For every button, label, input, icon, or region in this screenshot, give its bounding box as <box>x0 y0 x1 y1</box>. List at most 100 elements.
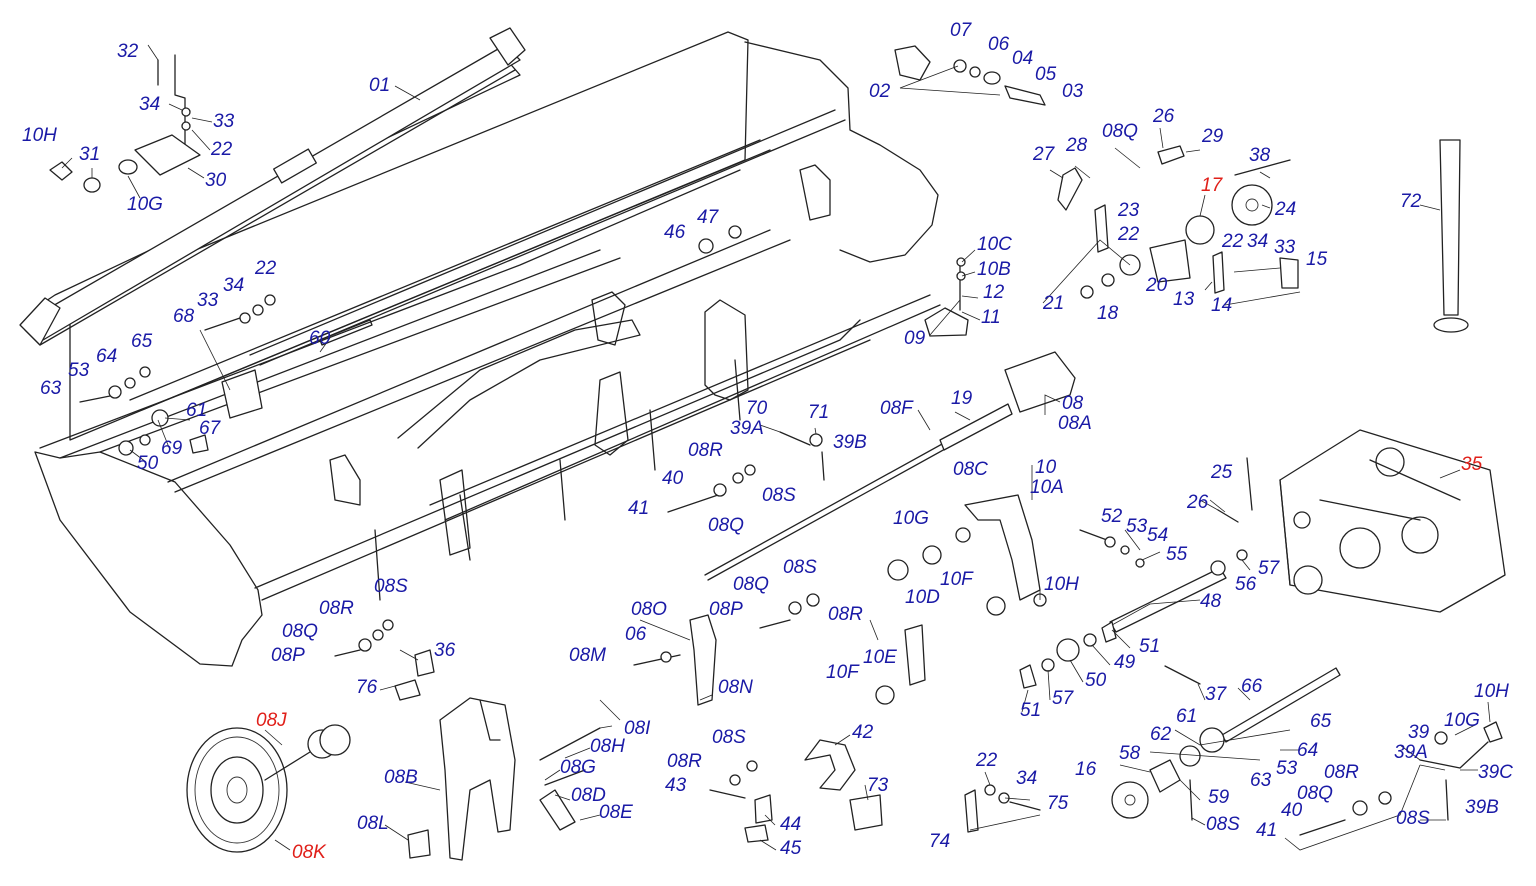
part-label-p61b: 61 <box>1176 706 1197 727</box>
part-label-p56: 56 <box>1235 574 1257 595</box>
sprocket-group <box>1057 145 1299 299</box>
part-label-p08Rd: 08R <box>667 751 702 772</box>
part-label-p68: 68 <box>173 306 195 327</box>
part-label-p09: 09 <box>904 328 926 349</box>
part-label-p63b: 63 <box>1250 770 1272 791</box>
part-label-p08D: 08D <box>571 785 606 806</box>
part-label-p14: 14 <box>1211 295 1232 316</box>
part-label-p08Sa: 08S <box>762 485 796 506</box>
part-label-p72: 72 <box>1400 191 1422 212</box>
part-label-p71: 71 <box>808 402 829 423</box>
part-label-p10Hc: 10H <box>1474 681 1509 702</box>
part-label-p10A: 10A <box>1030 477 1064 498</box>
part-label-p57b: 57 <box>1052 688 1075 709</box>
part-label-p13: 13 <box>1173 289 1195 310</box>
leader-lines <box>61 44 1491 851</box>
stand-72 <box>1433 139 1469 333</box>
part-label-p10Gc: 10G <box>1444 710 1480 731</box>
part-label-p08Rc: 08R <box>319 598 354 619</box>
part-label-p51a: 51 <box>1139 636 1160 657</box>
part-label-p08L: 08L <box>357 813 389 834</box>
part-label-p70: 70 <box>746 398 768 419</box>
part-label-p10Ha: 10H <box>22 125 57 146</box>
washers-46-47 <box>698 225 742 254</box>
part-label-p39Aa: 39A <box>730 418 764 439</box>
part-label-p06b: 06 <box>625 624 647 645</box>
hardware-36-76 <box>334 619 435 701</box>
part-label-p10Fb: 10F <box>826 662 860 683</box>
part-label-p07: 07 <box>950 20 973 41</box>
part-label-p53c: 53 <box>1276 758 1298 779</box>
part-label-p19: 19 <box>951 388 973 409</box>
part-label-p10Hb: 10H <box>1044 574 1079 595</box>
bracket-02 <box>894 45 1046 106</box>
part-label-p74: 74 <box>929 831 950 852</box>
part-label-p08Ra: 08R <box>688 440 723 461</box>
pin-25 <box>1217 457 1253 523</box>
part-label-p49: 49 <box>1114 652 1136 673</box>
part-label-p26a: 26 <box>1152 106 1175 127</box>
part-label-p30: 30 <box>205 170 227 191</box>
part-label-p54: 54 <box>1147 525 1168 546</box>
part-label-p08Sc: 08S <box>374 576 408 597</box>
part-label-p10D: 10D <box>905 587 940 608</box>
part-label-p61a: 61 <box>186 400 207 421</box>
part-label-p51b: 51 <box>1020 700 1041 721</box>
part-label-p36: 36 <box>434 640 456 661</box>
parts-70-71 <box>667 431 825 513</box>
part-label-p42: 42 <box>852 722 874 743</box>
part-label-p10Ga: 10G <box>127 194 163 215</box>
part-label-p22d: 22 <box>1221 231 1244 252</box>
part-label-p08K: 08K <box>292 842 327 863</box>
part-label-p45: 45 <box>780 838 802 859</box>
part-label-p32: 32 <box>117 41 139 62</box>
part-label-p25: 25 <box>1210 462 1233 483</box>
part-label-p22b: 22 <box>254 258 277 279</box>
part-label-p08Qc: 08Q <box>733 574 769 595</box>
part-label-p55: 55 <box>1166 544 1188 565</box>
part-label-p08Se: 08S <box>1206 814 1240 835</box>
part-label-p24: 24 <box>1274 199 1296 220</box>
tube-01 <box>19 27 526 346</box>
part-label-p03: 03 <box>1062 81 1084 102</box>
part-label-p08Qd: 08Q <box>282 621 318 642</box>
part-label-p04: 04 <box>1012 48 1033 69</box>
part-label-p10E: 10E <box>863 647 897 668</box>
part-label-p08Qa: 08Q <box>1102 121 1138 142</box>
part-label-p18: 18 <box>1097 303 1119 324</box>
sprocket-16 <box>1111 727 1225 821</box>
pin-32 <box>49 54 201 193</box>
part-label-p08Rb: 08R <box>828 604 863 625</box>
part-label-p22c: 22 <box>1117 224 1140 245</box>
part-label-p52: 52 <box>1101 506 1123 527</box>
part-label-p31: 31 <box>79 144 100 165</box>
wheel-08k <box>186 724 351 853</box>
part-label-p08F: 08F <box>880 398 914 419</box>
shaft-08c <box>704 351 1076 581</box>
shaft-66 <box>1164 665 1341 743</box>
part-label-p08Qb: 08Q <box>708 515 744 536</box>
part-label-p48: 48 <box>1200 591 1222 612</box>
part-label-p37: 37 <box>1205 684 1228 705</box>
part-label-p69: 69 <box>161 438 183 459</box>
part-label-p08N: 08N <box>718 677 753 698</box>
part-label-p27: 27 <box>1032 144 1056 165</box>
part-label-p59: 59 <box>1208 787 1230 808</box>
part-label-p50b: 50 <box>1085 670 1107 691</box>
part-label-p22e: 22 <box>975 750 998 771</box>
part-label-p29: 29 <box>1201 126 1224 147</box>
part-label-p40b: 40 <box>1281 800 1303 821</box>
part-label-p60: 60 <box>309 328 331 349</box>
bolts-52-55 <box>1079 529 1145 568</box>
part-label-p02: 02 <box>869 81 891 102</box>
gearbox-35 <box>1279 429 1506 613</box>
part-label-p73: 73 <box>867 775 889 796</box>
part-09 <box>924 257 969 337</box>
bracket-10 <box>875 494 1047 705</box>
part-label-p10B: 10B <box>977 259 1011 280</box>
part-label-p08P: 08P <box>709 599 743 620</box>
part-label-p66: 66 <box>1241 676 1263 697</box>
part-label-p75: 75 <box>1047 793 1069 814</box>
part-label-p34d: 34 <box>1016 768 1037 789</box>
